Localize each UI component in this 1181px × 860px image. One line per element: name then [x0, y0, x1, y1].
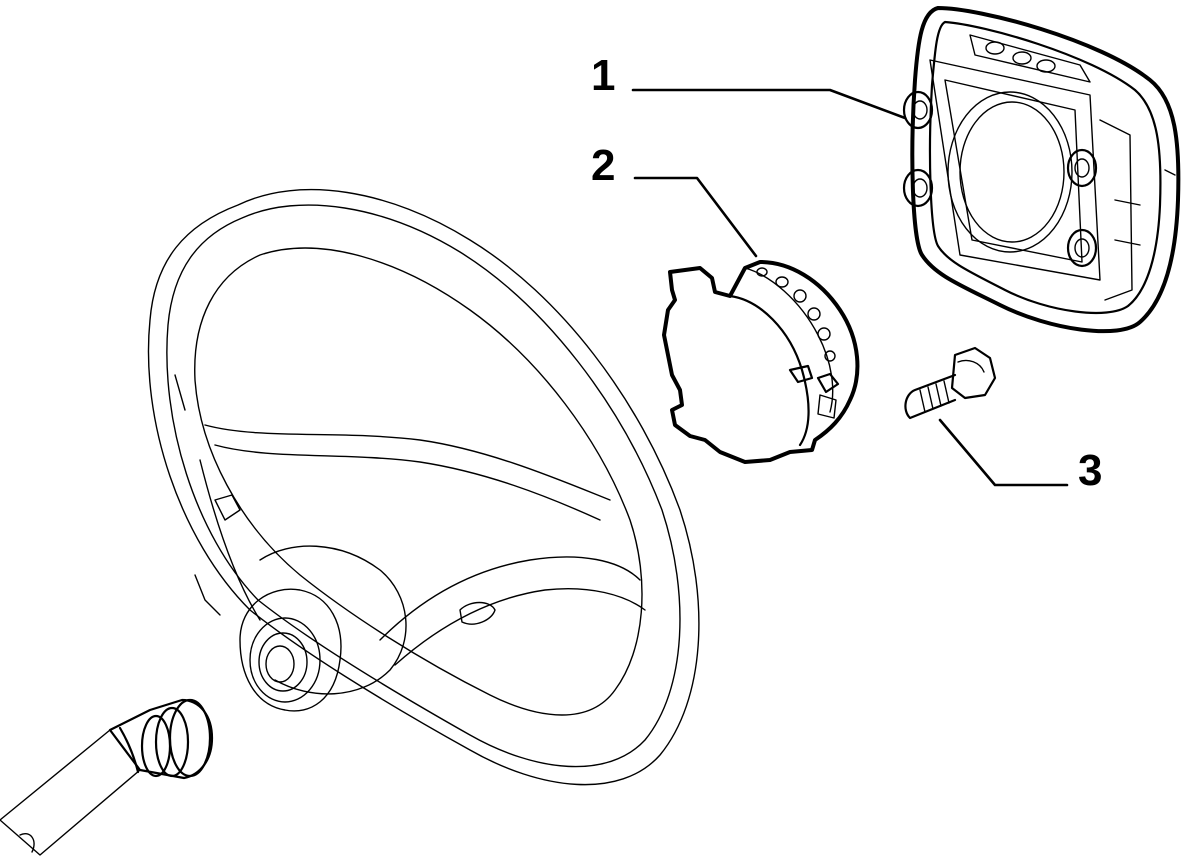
callout-3: 3 [1078, 446, 1102, 495]
mount-post-icon [902, 90, 1098, 268]
hub-boss-icon [239, 588, 342, 712]
leader-line-3 [938, 418, 1069, 487]
callout-2: 2 [591, 141, 615, 190]
clock-spring-icon [662, 260, 860, 464]
steering-wheel-icon [147, 189, 700, 786]
leader-line-1 [631, 88, 907, 120]
airbag-cover-icon [902, 6, 1181, 334]
leader-line-2 [633, 176, 758, 258]
steering-column-icon [0, 698, 214, 856]
callout-1: 1 [591, 51, 615, 100]
bolt-icon [904, 346, 997, 420]
